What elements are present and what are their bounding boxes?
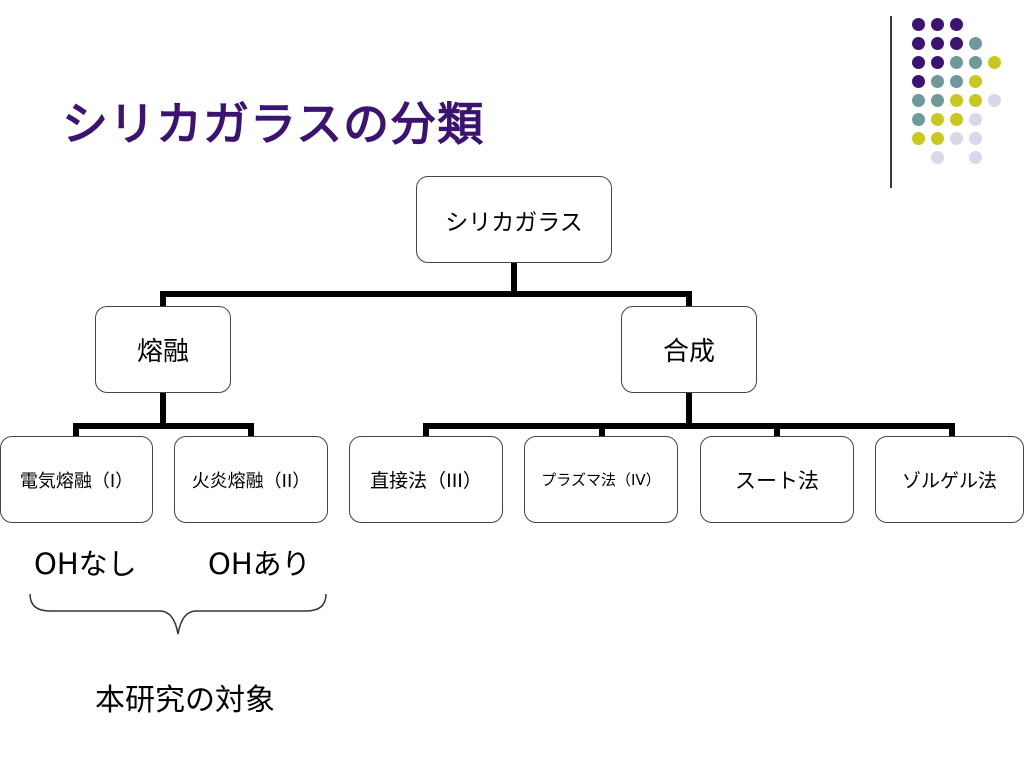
decor-dot [931,75,944,88]
decor-dot [969,113,982,126]
decor-dot [969,94,982,107]
decor-dot [950,94,963,107]
curly-brace [29,593,327,635]
decor-dot [950,37,963,50]
decor-dot [969,151,982,164]
decor-dot [912,75,925,88]
decor-dot [950,113,963,126]
decor-dot [912,37,925,50]
decor-dot [988,94,1001,107]
solgel-method-node: ゾルゲル法 [875,436,1024,523]
synth-node: 合成 [621,306,757,393]
decor-dot [969,56,982,69]
decor-dot [931,56,944,69]
direct-method-node: 直接法（III） [349,436,503,523]
melt-node: 熔融 [95,306,231,393]
oh-present-label: OHあり [208,547,311,581]
decor-dot [931,151,944,164]
decor-dot [969,75,982,88]
decor-dot [931,18,944,31]
decor-dot [931,94,944,107]
decor-dot [931,37,944,50]
slide-title: シリカガラスの分類 [62,97,485,151]
research-target-label: 本研究の対象 [95,683,275,718]
decor-dot [969,132,982,145]
decor-dot [950,75,963,88]
decor-dot [912,18,925,31]
decor-dot [912,94,925,107]
decor-dot [950,56,963,69]
decor-dot [988,56,1001,69]
decor-dot [931,132,944,145]
electric-melt-node: 電気熔融（I） [0,436,153,523]
plasma-method-node: プラズマ法（IV） [524,436,678,523]
flame-melt-node: 火炎熔融（II） [174,436,328,523]
decor-dot [931,113,944,126]
soot-method-node: スート法 [700,436,854,523]
decor-dot [912,132,925,145]
oh-none-label: OHなし [34,547,137,581]
decor-dot [969,37,982,50]
decor-dot [950,132,963,145]
decor-dot [950,18,963,31]
decor-dot [912,56,925,69]
decor-dot [912,113,925,126]
divider-line [890,16,892,188]
root-node: シリカガラス [416,176,612,263]
